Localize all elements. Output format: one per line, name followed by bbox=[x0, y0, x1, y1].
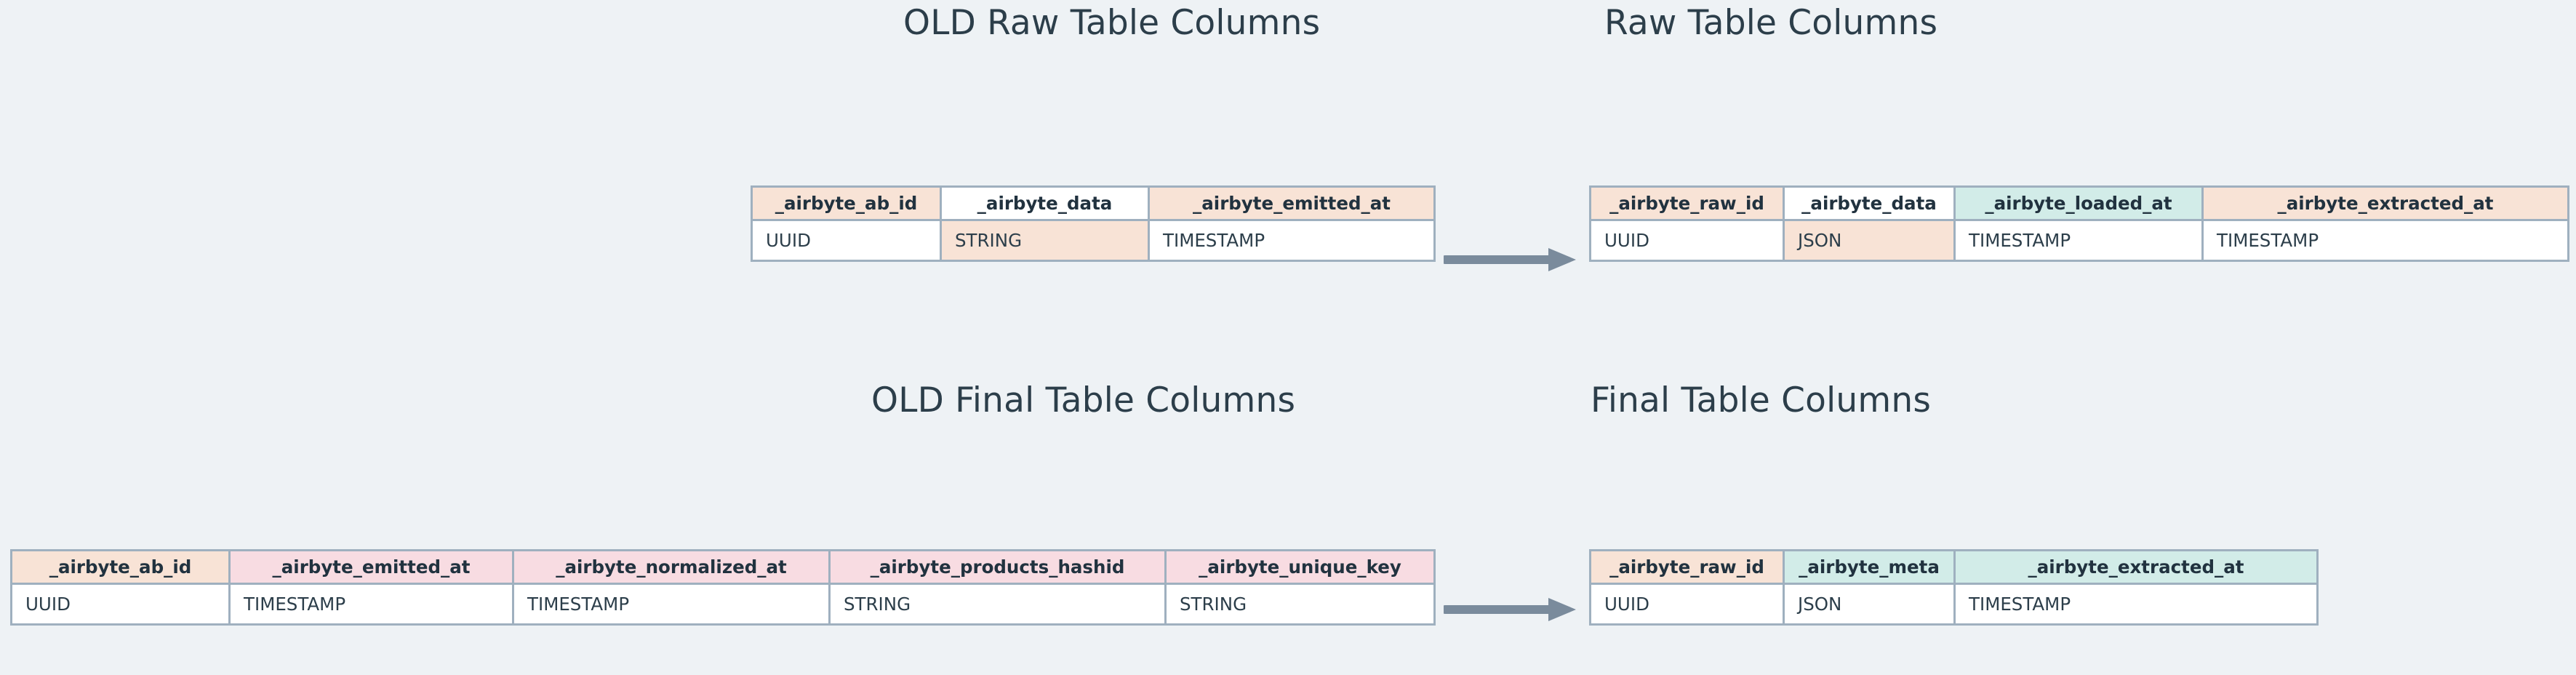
column-type-cell: JSON bbox=[1785, 585, 1956, 623]
column-header-cell: _airbyte_emitted_at bbox=[231, 551, 514, 585]
title-new-raw-table: Raw Table Columns bbox=[1604, 3, 1938, 43]
column-header-cell: _airbyte_data bbox=[942, 188, 1150, 221]
column-type-cell: UUID bbox=[1591, 585, 1785, 623]
column-type-cell: UUID bbox=[1591, 221, 1785, 260]
raw-transition-arrow bbox=[1444, 248, 1576, 271]
final-transition-arrow bbox=[1444, 598, 1576, 621]
column-type-cell: UUID bbox=[753, 221, 942, 260]
table-header-row: _airbyte_raw_id _airbyte_data _airbyte_l… bbox=[1591, 188, 2567, 221]
column-header-cell: _airbyte_loaded_at bbox=[1956, 188, 2204, 221]
column-header-cell: _airbyte_extracted_at bbox=[1956, 551, 2316, 585]
column-type-cell: TIMESTAMP bbox=[514, 585, 831, 623]
old-raw-table: _airbyte_ab_id _airbyte_data _airbyte_em… bbox=[751, 185, 1436, 262]
column-header-cell: _airbyte_ab_id bbox=[12, 551, 231, 585]
title-old-final-table: OLD Final Table Columns bbox=[871, 380, 1296, 420]
column-header-cell: _airbyte_normalized_at bbox=[514, 551, 831, 585]
column-type-cell: STRING bbox=[831, 585, 1167, 623]
column-header-cell: _airbyte_unique_key bbox=[1167, 551, 1433, 585]
table-type-row: UUID STRING TIMESTAMP bbox=[753, 221, 1433, 260]
title-old-raw-table: OLD Raw Table Columns bbox=[903, 3, 1321, 43]
column-header-cell: _airbyte_emitted_at bbox=[1150, 188, 1433, 221]
column-header-cell: _airbyte_extracted_at bbox=[2204, 188, 2567, 221]
old-final-table: _airbyte_ab_id _airbyte_emitted_at _airb… bbox=[10, 549, 1436, 626]
column-type-cell: STRING bbox=[942, 221, 1150, 260]
column-type-cell: UUID bbox=[12, 585, 231, 623]
table-header-row: _airbyte_ab_id _airbyte_data _airbyte_em… bbox=[753, 188, 1433, 221]
new-final-table: _airbyte_raw_id _airbyte_meta _airbyte_e… bbox=[1589, 549, 2319, 626]
column-type-cell: TIMESTAMP bbox=[1150, 221, 1433, 260]
column-header-cell: _airbyte_data bbox=[1785, 188, 1956, 221]
title-new-final-table: Final Table Columns bbox=[1591, 380, 1932, 420]
column-type-cell: STRING bbox=[1167, 585, 1433, 623]
table-type-row: UUID JSON TIMESTAMP TIMESTAMP bbox=[1591, 221, 2567, 260]
column-header-cell: _airbyte_products_hashid bbox=[831, 551, 1167, 585]
column-type-cell: TIMESTAMP bbox=[1956, 585, 2316, 623]
new-raw-table: _airbyte_raw_id _airbyte_data _airbyte_l… bbox=[1589, 185, 2569, 262]
column-type-cell: TIMESTAMP bbox=[1956, 221, 2204, 260]
column-header-cell: _airbyte_raw_id bbox=[1591, 188, 1785, 221]
column-header-cell: _airbyte_meta bbox=[1785, 551, 1956, 585]
table-header-row: _airbyte_ab_id _airbyte_emitted_at _airb… bbox=[12, 551, 1433, 585]
column-header-cell: _airbyte_ab_id bbox=[753, 188, 942, 221]
table-type-row: UUID JSON TIMESTAMP bbox=[1591, 585, 2316, 623]
table-header-row: _airbyte_raw_id _airbyte_meta _airbyte_e… bbox=[1591, 551, 2316, 585]
column-header-cell: _airbyte_raw_id bbox=[1591, 551, 1785, 585]
column-type-cell: TIMESTAMP bbox=[231, 585, 514, 623]
column-type-cell: JSON bbox=[1785, 221, 1956, 260]
column-type-cell: TIMESTAMP bbox=[2204, 221, 2567, 260]
table-type-row: UUID TIMESTAMP TIMESTAMP STRING STRING bbox=[12, 585, 1433, 623]
